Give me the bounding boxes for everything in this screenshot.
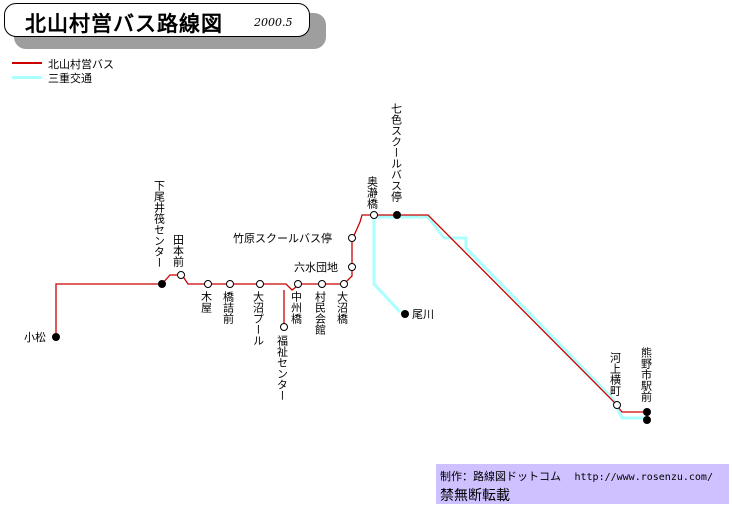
route-kitayama <box>55 214 647 413</box>
label-shimo-oi: 下尾井筏センター <box>153 180 166 268</box>
label-takehara: 竹原スクールバス停 <box>233 231 332 245</box>
stop-shimo-oi <box>158 280 166 288</box>
label-onuma-bashi: 大沼橋 <box>336 290 349 325</box>
label-rokusui: 六水団地 <box>294 261 338 274</box>
label-tamoto: 田本前 <box>172 234 185 268</box>
credit-notice: 禁無断転載 <box>440 488 510 504</box>
stop-sonmin <box>318 280 326 288</box>
stop-tamoto <box>177 271 185 279</box>
stop-fukushi <box>280 323 288 331</box>
credit-line: 制作：路線図ドットコム http://www.rosenzu.com/ <box>440 468 713 484</box>
label-hashizume: 橋詰前 <box>222 290 235 325</box>
legend-label-kitayama: 北山村営バス <box>48 58 114 71</box>
stop-hashizume <box>226 280 234 288</box>
stop-kawakami <box>613 401 621 409</box>
label-kiya: 木屋 <box>200 291 213 314</box>
legend-swatch-sanco <box>12 76 42 79</box>
stop-rokusui <box>348 263 356 271</box>
stop-ogawa <box>401 310 409 318</box>
stop-nakasu <box>294 280 302 288</box>
label-sonmin: 村民会館 <box>314 290 327 336</box>
label-shichiiro: 七色スクールバス停 <box>390 103 403 203</box>
route-sanco-main <box>374 215 647 420</box>
stop-onuma-bashi <box>340 280 348 288</box>
label-fukushi: 福祉センター <box>276 334 289 401</box>
stop-komatsu <box>52 333 60 341</box>
stop-shichiiro <box>393 211 401 219</box>
legend-swatch-kitayama <box>12 62 42 64</box>
stop-kiya <box>204 280 212 288</box>
label-onuma-pool: 大沼プール <box>252 290 265 346</box>
page-title: 北山村営バス路線図 <box>25 12 223 36</box>
stop-kumano-2 <box>643 416 651 424</box>
stop-onuma-pool <box>256 280 264 288</box>
credit-box: 制作：路線図ドットコム http://www.rosenzu.com/ 禁無断転… <box>436 464 729 504</box>
label-komatsu: 小松 <box>24 330 46 344</box>
label-kawakami: 河上横町 <box>609 352 622 396</box>
legend-label-sanco: 三重交通 <box>48 72 92 85</box>
label-okudoro: 奥瀞橋 <box>366 175 379 210</box>
title-box: 北山村営バス路線図 2000.5 <box>4 3 310 37</box>
stop-kumano <box>643 408 651 416</box>
title-date: 2000.5 <box>254 16 293 29</box>
stop-takehara <box>348 234 356 242</box>
label-kumano: 熊野市駅前 <box>640 346 653 403</box>
stop-okudoro <box>370 211 378 219</box>
credit-url[interactable]: http://www.rosenzu.com/ <box>574 472 713 483</box>
label-ogawa: 尾川 <box>412 308 434 321</box>
route-sanco <box>372 216 402 314</box>
label-nakasu: 中州橋 <box>290 291 303 325</box>
credit-maker: 制作：路線図ドットコム <box>440 470 561 483</box>
